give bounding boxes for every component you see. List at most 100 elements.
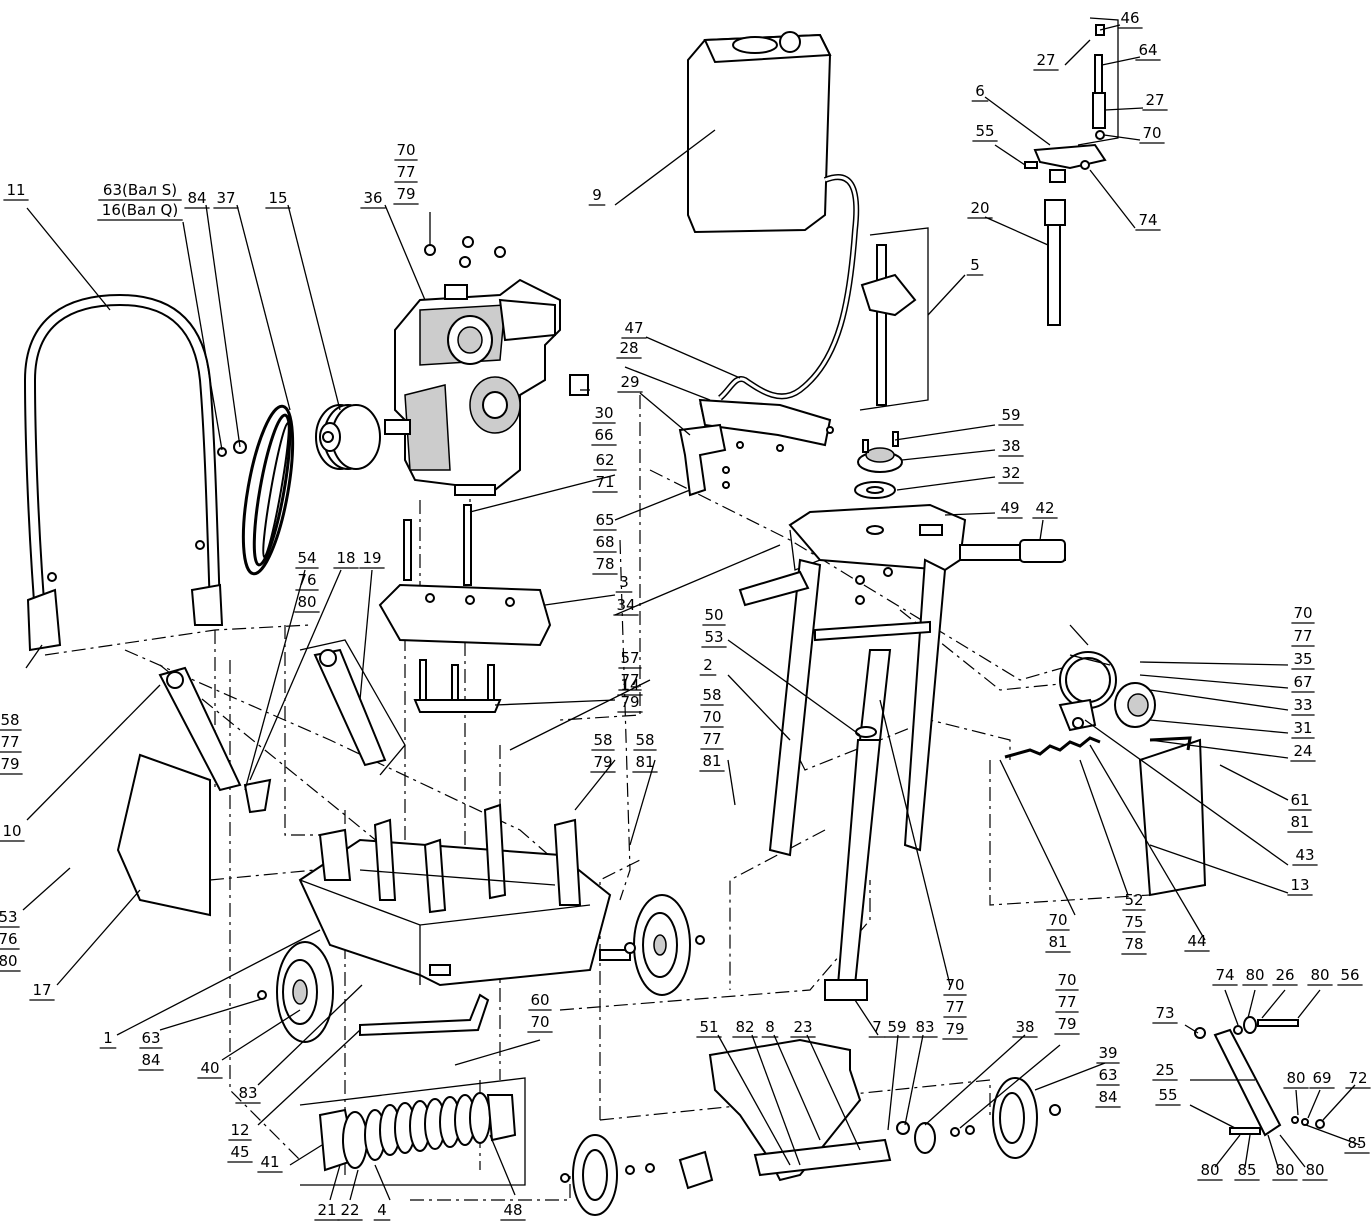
callout-c80c: 80 [1283, 1069, 1309, 1089]
callout-c49: 49 [997, 499, 1023, 519]
callout-label: 75 [1124, 913, 1143, 931]
callout-label: 81 [702, 752, 721, 770]
callout-label: 45 [230, 1143, 249, 1161]
callout-label: 70 [1048, 911, 1067, 929]
callout-c21: 21 [314, 1201, 340, 1221]
callout-label: 81 [635, 753, 654, 771]
cutter-drum-part-4 [299, 1077, 526, 1186]
callout-label: 81 [1290, 813, 1309, 831]
callout-label: 64 [1138, 41, 1157, 59]
callout-c59a: 59 [998, 406, 1024, 426]
callout-c39: 39 63 84 [1095, 1044, 1121, 1108]
callout-label: 79 [593, 753, 612, 771]
hose-parts-28-29 [678, 398, 834, 497]
callout-label: 13 [1290, 876, 1309, 894]
callout-label: 53 [0, 908, 18, 926]
callout-label: 63(Вал S) [103, 181, 177, 199]
callout-c70b: 70 [1139, 124, 1165, 144]
handle-assembly-part-5 [859, 227, 929, 411]
callout-label: 18 [336, 549, 355, 567]
callout-label: 80 [1286, 1069, 1305, 1087]
callout-label: 43 [1295, 846, 1314, 864]
callout-label: 85 [1237, 1161, 1256, 1179]
callout-c26: 26 [1272, 966, 1298, 986]
callout-c63v: 63(Вал S)16(Вал Q) [97, 181, 183, 221]
callout-c2: 2 [699, 656, 717, 676]
callout-label: 80 [1245, 966, 1264, 984]
callout-c74a: 74 [1135, 211, 1161, 231]
callout-label: 82 [735, 1018, 754, 1036]
callout-c59b: 59 [884, 1018, 910, 1038]
callout-label: 22 [340, 1201, 359, 1219]
callout-c69: 69 [1309, 1069, 1335, 1089]
callout-c27b: 27 [1142, 91, 1168, 111]
callout-c8: 8 [761, 1018, 779, 1038]
callout-c11: 11 [3, 181, 29, 201]
callout-label: 74 [1138, 211, 1157, 229]
callout-label: 84 [187, 189, 206, 207]
callout-c19: 19 [359, 549, 385, 569]
callout-label: 63 [1098, 1066, 1117, 1084]
callout-label: 26 [1275, 966, 1294, 984]
callout-label: 36 [363, 189, 382, 207]
link-part-25 [1194, 1016, 1325, 1137]
callout-c51: 51 [696, 1018, 722, 1038]
callout-c29: 29 [617, 373, 643, 393]
callout-label: 34 [616, 596, 635, 614]
callout-label: 62 [595, 451, 614, 469]
callout-c74b: 74 [1212, 966, 1238, 986]
callout-label: 80 [1275, 1161, 1294, 1179]
callout-label: 61 [1290, 791, 1309, 809]
wheel-front-left [560, 1134, 714, 1216]
callout-c1: 1 [99, 1029, 117, 1049]
callout-label: 1 [103, 1029, 113, 1047]
callout-label: 2 [703, 656, 713, 674]
callout-c36: 36 [360, 189, 386, 209]
main-frame-part-1 [298, 803, 631, 987]
callout-label: 51 [699, 1018, 718, 1036]
callout-c22: 22 [337, 1201, 363, 1221]
callout-label: 32 [1001, 464, 1020, 482]
callout-c13: 13 [1287, 876, 1313, 896]
link-arm-part-19 [299, 639, 406, 776]
callout-c28: 28 [616, 339, 642, 359]
callout-label: 58 [0, 711, 19, 729]
callout-label: 79 [945, 1020, 964, 1038]
frame-handle-part-2 [738, 503, 1066, 857]
callout-label: 58 [635, 731, 654, 749]
callout-label: 53 [704, 628, 723, 646]
callout-label: 39 [1098, 1044, 1117, 1062]
callout-label: 80 [1310, 966, 1329, 984]
callout-label: 44 [1187, 932, 1206, 950]
callout-c72: 72 [1345, 1069, 1371, 1089]
callout-label: 35 [1293, 650, 1312, 668]
callout-c6: 6 [971, 82, 989, 102]
callout-label: 70 [945, 976, 964, 994]
belt-guard-part-17 [116, 753, 211, 917]
callout-label: 84 [1098, 1088, 1117, 1106]
wheel-right-part-front [624, 894, 705, 996]
callout-c44: 44 [1184, 932, 1210, 952]
callout-label: 77 [396, 163, 415, 181]
callout-label: 15 [268, 189, 287, 207]
callout-label: 47 [624, 319, 643, 337]
callout-label: 69 [1312, 1069, 1331, 1087]
callout-label: 76 [297, 571, 316, 589]
callout-label: 77 [945, 998, 964, 1016]
callout-label: 79 [396, 185, 415, 203]
callout-label: 79 [1057, 1015, 1076, 1033]
callout-label: 11 [6, 181, 25, 199]
callout-c40: 40 [197, 1059, 223, 1079]
callout-label: 76 [0, 930, 18, 948]
callout-label: 58 [702, 686, 721, 704]
callout-c80b: 80 [1307, 966, 1333, 986]
